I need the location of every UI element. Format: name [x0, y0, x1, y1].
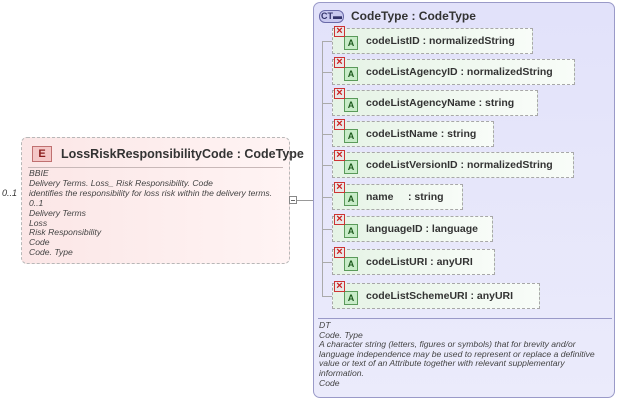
element-documentation: BBIE Delivery Terms. Loss_ Risk Responsi…	[29, 168, 273, 258]
attribute-row[interactable]: A × codeListVersionID : normalizedString	[332, 150, 574, 178]
multiplicity-label: 0..1	[2, 188, 18, 198]
doc-line: Risk Responsibility	[29, 227, 102, 238]
minus-icon: ▬	[333, 11, 342, 21]
attr-connector	[322, 103, 332, 104]
prohibited-x-icon: ×	[334, 182, 345, 193]
attr-connector	[322, 41, 332, 42]
prohibited-x-icon: ×	[334, 247, 345, 258]
attribute-badge: A	[344, 67, 358, 81]
attr-connector	[322, 262, 332, 263]
attribute-badge: A	[344, 129, 358, 143]
element-title: LossRiskResponsibilityCode : CodeType	[61, 147, 304, 161]
element-badge: E	[32, 146, 52, 162]
complex-type-title: CodeType : CodeType	[351, 9, 476, 23]
doc-line: Code	[319, 377, 340, 388]
prohibited-x-icon: ×	[334, 88, 345, 99]
doc-line: Code. Type	[319, 329, 363, 340]
complex-type-header: CT▬ CodeType : CodeType	[319, 9, 476, 23]
doc-line: BBIE	[29, 168, 49, 178]
collapse-toggle[interactable]	[289, 196, 297, 204]
doc-line: Code	[29, 237, 50, 248]
attribute-row[interactable]: A × codeListID : normalizedString	[332, 26, 533, 54]
attribute-label: codeListVersionID : normalizedString	[366, 159, 553, 171]
doc-line: A character string (letters, figures or …	[319, 339, 595, 378]
attr-connector	[322, 165, 332, 166]
attribute-label: codeListURI : anyURI	[366, 256, 473, 268]
doc-line: Delivery Terms	[29, 207, 86, 218]
attribute-badge: A	[344, 257, 358, 271]
attribute-label: languageID : language	[366, 223, 479, 235]
complex-type-badge-label: CT	[321, 11, 333, 21]
attribute-row[interactable]: A × codeListName : string	[332, 119, 494, 147]
tree-connector	[322, 41, 323, 297]
attribute-badge: A	[344, 224, 358, 238]
prohibited-x-icon: ×	[334, 214, 345, 225]
attribute-label: name : string	[366, 191, 444, 203]
attr-connector	[322, 229, 332, 230]
attribute-row[interactable]: A × languageID : language	[332, 214, 493, 242]
attr-connector	[322, 197, 332, 198]
prohibited-x-icon: ×	[334, 26, 345, 37]
complex-type-documentation: DT Code. Type A character string (letter…	[319, 320, 611, 388]
attribute-label: codeListID : normalizedString	[366, 35, 515, 47]
attribute-row[interactable]: A × codeListSchemeURI : anyURI	[332, 281, 540, 309]
prohibited-x-icon: ×	[334, 281, 345, 292]
prohibited-x-icon: ×	[334, 57, 345, 68]
divider	[318, 318, 612, 319]
doc-line: DT	[319, 320, 331, 330]
doc-line: Code. Type	[29, 247, 73, 258]
attribute-label: codeListAgencyID : normalizedString	[366, 66, 553, 78]
element-box[interactable]: E LossRiskResponsibilityCode : CodeType …	[21, 137, 304, 264]
doc-line: 0..1	[29, 197, 44, 208]
connector-line	[290, 200, 314, 201]
attribute-badge: A	[344, 160, 358, 174]
attribute-badge: A	[344, 36, 358, 50]
prohibited-x-icon: ×	[334, 150, 345, 161]
attribute-label: codeListName : string	[366, 128, 477, 140]
attribute-row[interactable]: A × codeListAgencyName : string	[332, 88, 538, 116]
doc-line: Delivery Terms. Loss_ Risk Responsibilit…	[29, 177, 213, 188]
attr-connector	[322, 72, 332, 73]
attribute-row[interactable]: A × codeListAgencyID : normalizedString	[332, 57, 575, 85]
attribute-label: codeListAgencyName : string	[366, 97, 515, 109]
doc-line: Loss	[29, 217, 48, 228]
attribute-badge: A	[344, 98, 358, 112]
attribute-row[interactable]: A × codeListURI : anyURI	[332, 247, 495, 275]
attribute-row[interactable]: A × name : string	[332, 182, 463, 210]
attribute-badge: A	[344, 291, 358, 305]
attr-connector	[322, 296, 332, 297]
prohibited-x-icon: ×	[334, 119, 345, 130]
doc-line: identifies the responsibility for loss r…	[29, 187, 273, 198]
element-header: E LossRiskResponsibilityCode : CodeType	[32, 144, 304, 164]
divider	[28, 167, 283, 168]
attribute-label: codeListSchemeURI : anyURI	[366, 290, 514, 302]
attribute-badge: A	[344, 192, 358, 206]
attr-connector	[322, 134, 332, 135]
complex-type-badge: CT▬	[319, 9, 344, 23]
